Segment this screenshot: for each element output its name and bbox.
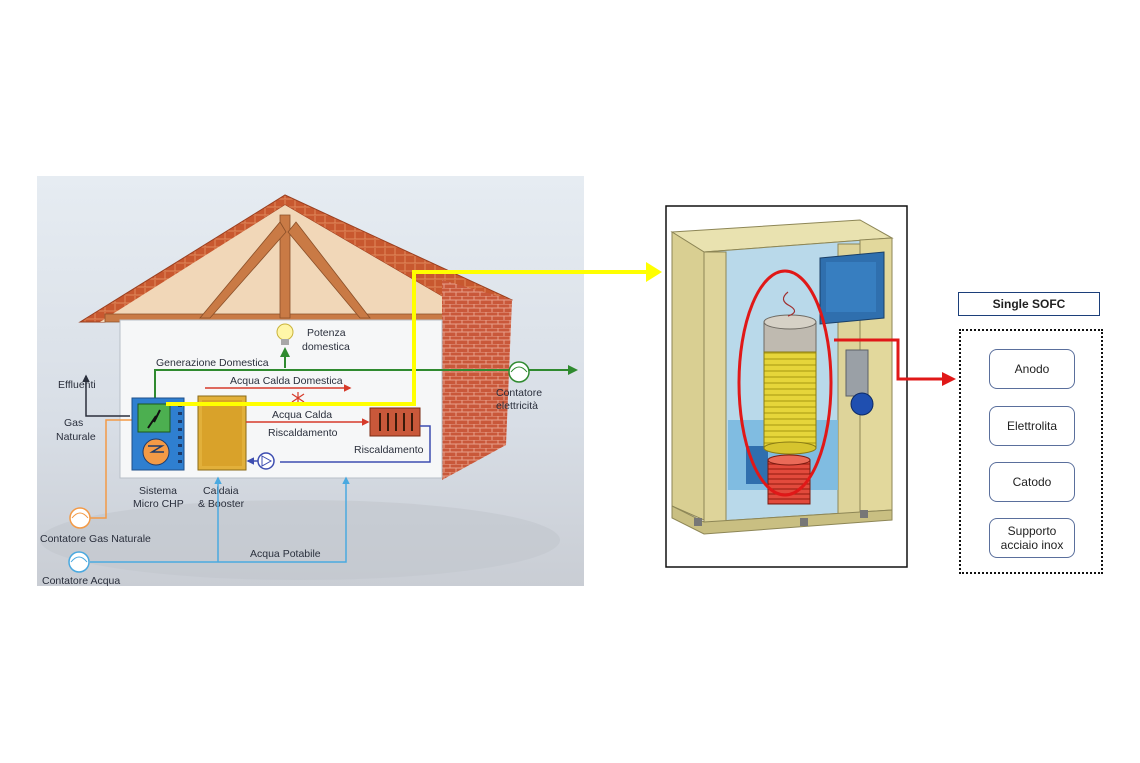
pump-icon xyxy=(257,452,275,470)
layer-elettrolita: Elettrolita xyxy=(989,406,1075,446)
sofc-highlight-ellipse xyxy=(737,269,833,497)
gas-naturale-label-2: Naturale xyxy=(56,431,96,443)
contatore-elettricita-label-2: elettricità xyxy=(496,400,538,412)
yellow-arrowhead xyxy=(646,262,662,282)
layer-supporto: Supporto acciaio inox xyxy=(989,518,1075,558)
acqua-calda-domestica-label: Acqua Calda Domestica xyxy=(230,375,343,387)
contatore-gas-label: Contatore Gas Naturale xyxy=(40,533,151,545)
brick-wall xyxy=(442,280,512,480)
acqua-calda-risc-label-2: Riscaldamento xyxy=(268,427,338,439)
micro-chp-unit xyxy=(131,397,185,471)
effluenti-label: Effluenti xyxy=(58,379,96,391)
sistema-label-2: Micro CHP xyxy=(133,498,184,510)
red-arrowhead xyxy=(942,372,956,386)
potenza-label-1: Potenza xyxy=(307,327,346,339)
electricity-meter-icon xyxy=(508,361,530,383)
yellow-connector-line xyxy=(166,270,648,406)
red-connector-line xyxy=(834,338,944,381)
water-meter-icon xyxy=(68,551,90,573)
fuel-cell-cabinet-panel xyxy=(665,205,908,568)
house-diagram: Potenza domestica Generazione Domestica … xyxy=(37,176,584,587)
contatore-elettricita-label-1: Contatore xyxy=(496,387,542,399)
sofc-stack xyxy=(763,291,817,505)
potenza-label-2: domestica xyxy=(302,341,350,353)
sofc-layers-frame: Anodo Elettrolita Catodo Supporto acciai… xyxy=(959,329,1103,574)
gas-meter-icon xyxy=(69,507,91,529)
radiator-icon xyxy=(369,407,421,437)
caldaia-label-1: Caldaia xyxy=(203,485,239,497)
gas-naturale-label-1: Gas xyxy=(64,417,83,429)
contatore-acqua-label: Contatore Acqua xyxy=(42,575,120,587)
sistema-label-1: Sistema xyxy=(139,485,177,497)
acqua-calda-risc-label-1: Acqua Calda xyxy=(272,409,332,421)
layer-catodo: Catodo xyxy=(989,462,1075,502)
generazione-label: Generazione Domestica xyxy=(156,357,269,369)
acqua-potabile-label: Acqua Potabile xyxy=(250,548,321,560)
caldaia-label-2: & Booster xyxy=(198,498,245,510)
riscaldamento-label: Riscaldamento xyxy=(354,444,424,456)
boiler-unit xyxy=(197,395,247,471)
lightbulb-icon xyxy=(276,323,294,345)
layer-anodo: Anodo xyxy=(989,349,1075,389)
single-sofc-title: Single SOFC xyxy=(958,292,1100,316)
